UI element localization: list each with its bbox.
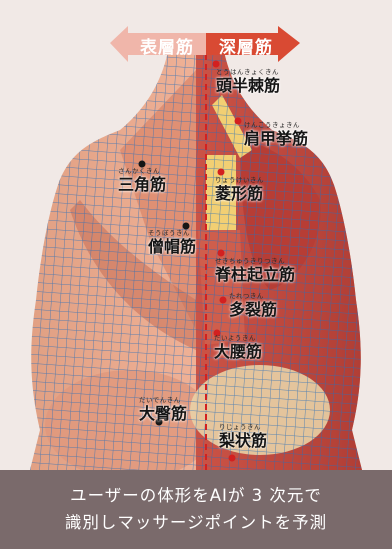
name-kenkokyo: 肩甲挙筋 (244, 131, 308, 147)
reading-taretsu: たれつきん (229, 293, 277, 300)
reading-kenkokyo: けんこうきょきん (244, 122, 308, 129)
label-daiden: だいでんきん 大臀筋 (139, 397, 187, 422)
name-tohanjaku: 頭半棘筋 (216, 78, 280, 94)
point-rijo (229, 455, 236, 462)
reading-daiyo: だいようきん (214, 335, 262, 342)
label-rijo: りじょうきん 梨状筋 (219, 424, 267, 449)
point-sekichu (218, 250, 225, 257)
superficial-muscle-label: 表層筋 (140, 33, 194, 58)
label-sankaku: さんかくきん 三角筋 (118, 168, 166, 193)
label-taretsu: たれつきん 多裂筋 (229, 293, 277, 318)
reading-sobo: そうぼうきん (148, 230, 196, 237)
name-sankaku: 三角筋 (118, 177, 166, 193)
label-sekichu: せきちゅうきりつきん 脊柱起立筋 (215, 258, 295, 283)
label-kenkokyo: けんこうきょきん 肩甲挙筋 (244, 122, 308, 147)
reading-tohanjaku: とうはんきょくきん (216, 69, 280, 76)
reading-rijo: りじょうきん (219, 424, 267, 431)
name-rijo: 梨状筋 (219, 433, 267, 449)
name-daiyo: 大腰筋 (214, 344, 262, 360)
name-ryokei: 菱形筋 (215, 186, 264, 202)
caption-banner: ユーザーの体形をAIが 3 次元で 識別しマッサージポイントを予測 (0, 470, 392, 549)
name-sekichu: 脊柱起立筋 (215, 267, 295, 283)
label-tohanjaku: とうはんきょくきん 頭半棘筋 (216, 69, 280, 94)
label-sobo: そうぼうきん 僧帽筋 (148, 230, 196, 255)
label-ryokei: りょうけいきん 菱形筋 (215, 177, 264, 202)
point-taretsu (220, 297, 227, 304)
caption-line-2: 識別しマッサージポイントを予測 (0, 509, 392, 536)
label-daiyo: だいようきん 大腰筋 (214, 335, 262, 360)
reading-daiden: だいでんきん (139, 397, 187, 404)
name-sobo: 僧帽筋 (148, 239, 196, 255)
reading-sekichu: せきちゅうきりつきん (215, 258, 295, 265)
reading-ryokei: りょうけいきん (215, 177, 264, 184)
name-daiden: 大臀筋 (139, 406, 187, 422)
reading-sankaku: さんかくきん (118, 168, 166, 175)
point-ryokei (218, 169, 225, 176)
deep-muscle-label: 深層筋 (219, 33, 273, 58)
caption-line-1: ユーザーの体形をAIが 3 次元で (0, 482, 392, 509)
name-taretsu: 多裂筋 (229, 302, 277, 318)
point-tohanjaku (213, 61, 220, 68)
point-kenkokyo (235, 118, 242, 125)
